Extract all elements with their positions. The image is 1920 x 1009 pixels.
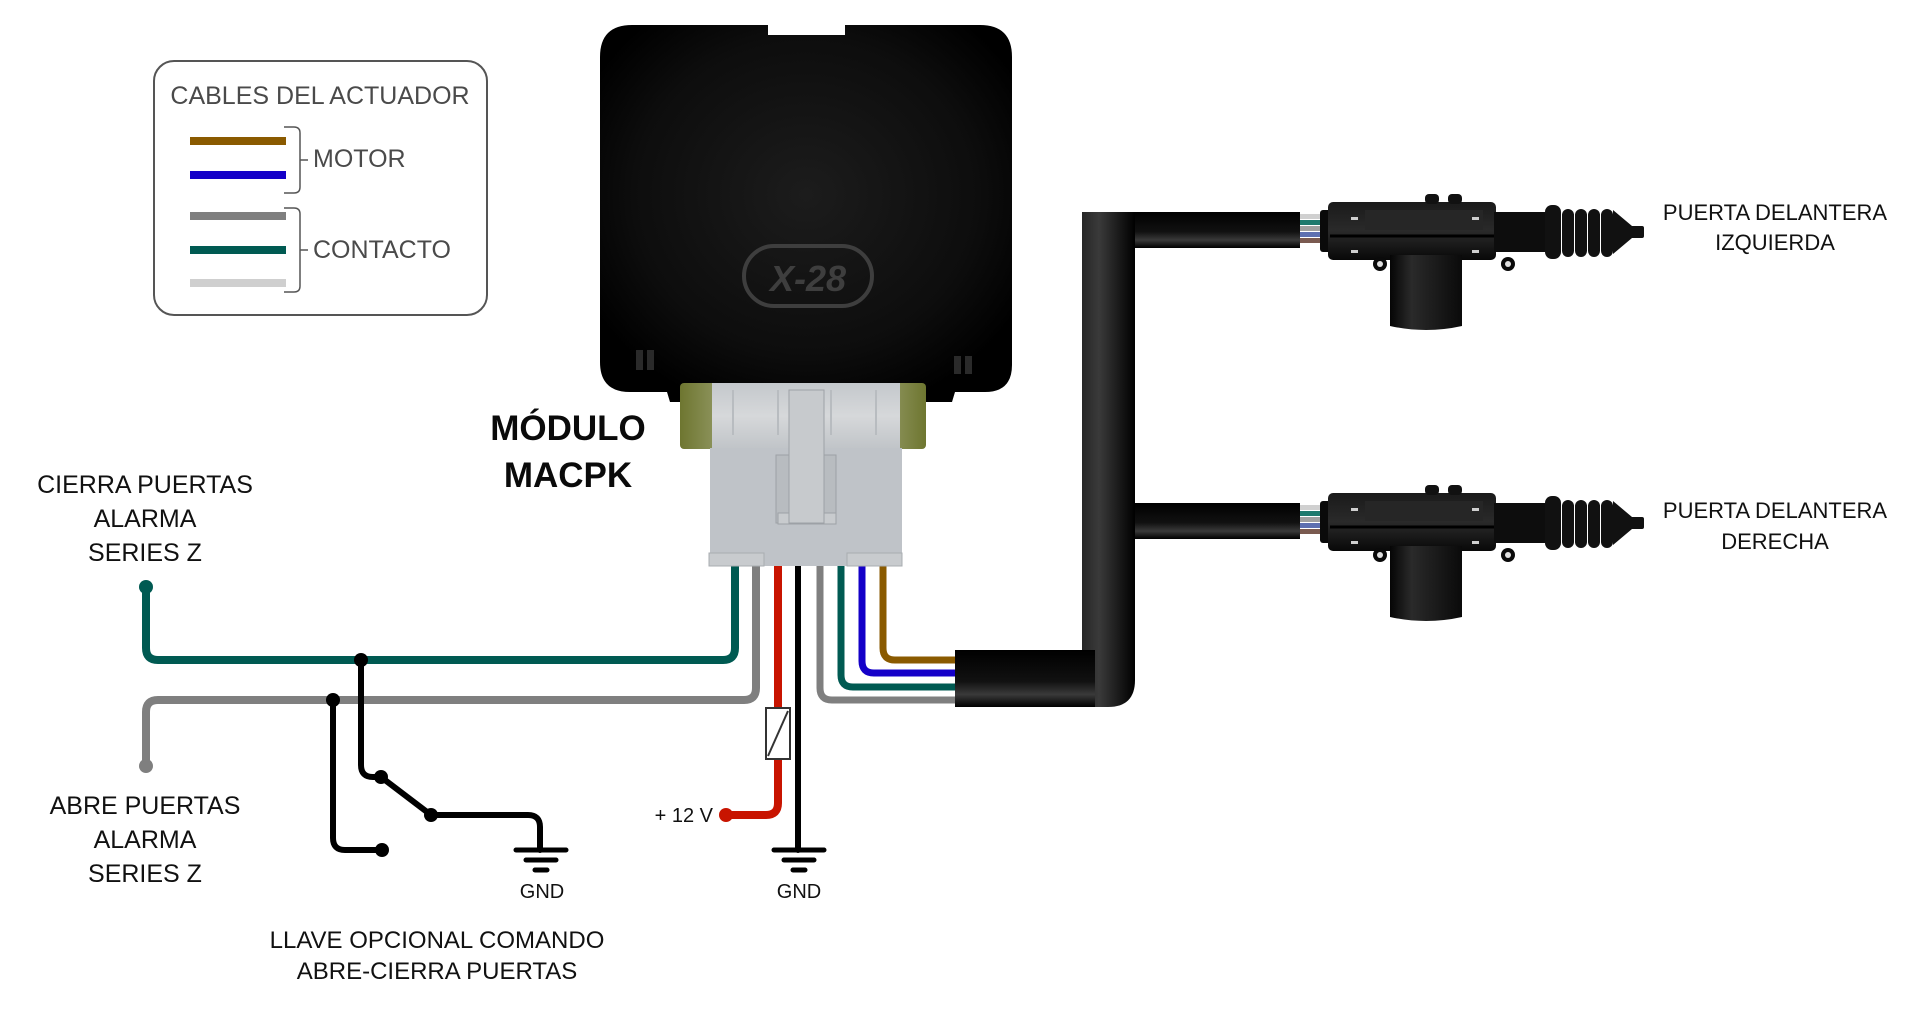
wire-red-12v bbox=[722, 556, 782, 819]
label-12v: + 12 V bbox=[655, 805, 714, 827]
junction-lock bbox=[354, 653, 368, 667]
module-macpk: X-28 bbox=[600, 25, 1012, 402]
module-notch-left-b bbox=[647, 350, 654, 370]
harness-sleeve-bottom bbox=[955, 650, 1095, 707]
label-optional-key-line1: LLAVE OPCIONAL COMANDO bbox=[270, 927, 605, 954]
module-notch-right-a bbox=[954, 356, 961, 374]
legend-wire-teal bbox=[190, 246, 286, 254]
actuator-harness bbox=[955, 212, 1322, 707]
module-notch-right-b bbox=[965, 356, 972, 374]
harness-branch-top bbox=[1120, 212, 1300, 248]
switch-wire-lock bbox=[358, 657, 384, 780]
terminal-unlock-input bbox=[139, 759, 153, 773]
actuator-left-door bbox=[1320, 194, 1644, 330]
label-door-right: PUERTA DELANTERA DERECHA bbox=[1663, 498, 1887, 554]
wire-gray-unlock bbox=[142, 556, 760, 770]
legend-wire-brown bbox=[190, 137, 286, 145]
label-door-left: PUERTA DELANTERA IZQUIERDA bbox=[1663, 200, 1887, 255]
legend-wire-blue bbox=[190, 171, 286, 179]
label-lock-line2: ALARMA bbox=[94, 505, 197, 533]
wire-gray-actuator bbox=[816, 556, 964, 704]
legend-label-contacto: CONTACTO bbox=[313, 236, 451, 264]
module-connector bbox=[680, 383, 926, 567]
label-door-right-line1: PUERTA DELANTERA bbox=[1663, 498, 1887, 523]
label-unlock-line2: ALARMA bbox=[94, 826, 197, 854]
switch-blade bbox=[378, 774, 434, 818]
terminal-12v bbox=[719, 808, 733, 822]
label-unlock-line1: ABRE PUERTAS bbox=[50, 792, 241, 820]
module-notch-left-a bbox=[636, 350, 643, 370]
wire-teal-actuator bbox=[837, 556, 964, 691]
wires bbox=[142, 556, 964, 853]
wire-brown-actuator bbox=[879, 556, 964, 664]
actuator-wires-top bbox=[1300, 214, 1322, 243]
legend-wire-gray bbox=[190, 212, 286, 220]
label-lock-line1: CIERRA PUERTAS bbox=[37, 471, 253, 499]
harness-branch-bottom bbox=[1120, 503, 1300, 539]
legend-label-motor: MOTOR bbox=[313, 145, 406, 173]
terminal-lock-input bbox=[139, 580, 153, 594]
harness-trunk bbox=[955, 212, 1135, 707]
label-gnd-module: GND bbox=[777, 881, 821, 903]
switch-wire-gnd bbox=[428, 812, 543, 853]
label-lock-input: CIERRA PUERTAS ALARMA SERIES Z bbox=[37, 471, 253, 567]
legend: CABLES DEL ACTUADOR MOTOR CONTACTO bbox=[153, 60, 488, 316]
label-gnd-switch: GND bbox=[520, 881, 564, 903]
actuator-wires-bottom bbox=[1300, 505, 1322, 534]
label-optional-key: LLAVE OPCIONAL COMANDO ABRE-CIERRA PUERT… bbox=[270, 927, 605, 985]
actuator-right-door bbox=[1320, 485, 1644, 621]
module-label-line2: MACPK bbox=[504, 456, 632, 495]
legend-wire-light-gray bbox=[190, 279, 286, 287]
fuse-icon bbox=[765, 707, 791, 760]
legend-bracket-motor bbox=[284, 126, 308, 194]
module-logo-text: X-28 bbox=[768, 258, 846, 299]
switch-wire-unlock bbox=[330, 697, 385, 853]
ground-icon-module bbox=[771, 847, 827, 873]
label-unlock-line3: SERIES Z bbox=[88, 860, 202, 888]
label-door-right-line2: DERECHA bbox=[1721, 529, 1829, 554]
optional-key-switch bbox=[330, 657, 543, 853]
ground-icon-switch bbox=[513, 847, 569, 873]
wire-teal-lock bbox=[142, 556, 739, 664]
label-optional-key-line2: ABRE-CIERRA PUERTAS bbox=[297, 958, 578, 985]
legend-title: CABLES DEL ACTUADOR bbox=[170, 82, 469, 110]
module-body bbox=[600, 25, 1012, 402]
module-logo: X-28 bbox=[742, 244, 874, 308]
switch-contact-a bbox=[374, 770, 388, 784]
module-label-line1: MÓDULO bbox=[490, 408, 646, 448]
switch-contact-b bbox=[375, 843, 389, 857]
label-unlock-input: ABRE PUERTAS ALARMA SERIES Z bbox=[50, 792, 241, 888]
label-door-left-line2: IZQUIERDA bbox=[1715, 230, 1835, 255]
label-door-left-line1: PUERTA DELANTERA bbox=[1663, 200, 1887, 225]
wire-blue-actuator bbox=[858, 556, 964, 677]
switch-pivot bbox=[424, 808, 438, 822]
label-lock-line3: SERIES Z bbox=[88, 539, 202, 567]
junction-unlock bbox=[326, 693, 340, 707]
legend-bracket-contacto bbox=[284, 207, 308, 293]
